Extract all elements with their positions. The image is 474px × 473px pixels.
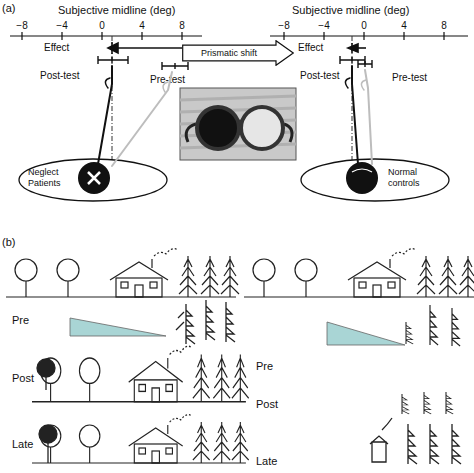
goggles-photo <box>180 88 296 160</box>
tick-number: −8 <box>16 20 27 31</box>
gradient-wedge <box>70 318 405 345</box>
prism-shift-arrow: Prismatic shift <box>182 40 294 66</box>
figure-label: Effect <box>44 42 69 53</box>
control-copy <box>370 305 461 464</box>
figure-label: Post-test <box>300 70 339 81</box>
figure-label: Pre-test <box>392 72 427 83</box>
figure-label: Post <box>256 398 278 410</box>
node-label: Normal controls <box>388 167 444 189</box>
figure-label: Late <box>12 438 33 450</box>
node-shape <box>183 41 294 66</box>
patient-copy <box>32 300 249 463</box>
figure-label: Subjective midline (deg) <box>58 4 175 16</box>
midline-dash <box>112 36 352 160</box>
figure-label: Pre-test <box>150 74 185 85</box>
tick-number: 4 <box>139 20 145 31</box>
pointing-arm <box>98 66 372 166</box>
subject-ellipse: Normal controls <box>300 158 450 202</box>
scene-drawing <box>6 249 474 297</box>
figure-label: Post <box>12 372 34 384</box>
tick-number: −4 <box>56 20 67 31</box>
subject-ellipse: Neglect Patients <box>18 158 168 202</box>
tick-number: 8 <box>179 20 185 31</box>
tick-number: 0 <box>99 20 105 31</box>
tick-number: 8 <box>441 20 447 31</box>
node-shape <box>19 159 167 201</box>
figure-label: Pre <box>12 314 29 326</box>
figure-label: Effect <box>298 42 323 53</box>
tick-number: 0 <box>361 20 367 31</box>
tick-number: −4 <box>318 20 329 31</box>
figure-label: Post-test <box>40 70 79 81</box>
figure-label: Pre <box>256 360 273 372</box>
node-shape <box>301 159 449 201</box>
figure-label: Late <box>256 455 277 467</box>
figure-label: Subjective midline (deg) <box>292 4 409 16</box>
node-label: Prismatic shift <box>186 40 272 66</box>
tick-number: 4 <box>401 20 407 31</box>
figure-label: (b) <box>2 236 15 248</box>
node-outline <box>300 158 450 202</box>
midline-axis <box>10 32 468 40</box>
node-label: Neglect Patients <box>28 167 80 189</box>
figure-label: (a) <box>2 2 15 14</box>
tick-number: −8 <box>278 20 289 31</box>
